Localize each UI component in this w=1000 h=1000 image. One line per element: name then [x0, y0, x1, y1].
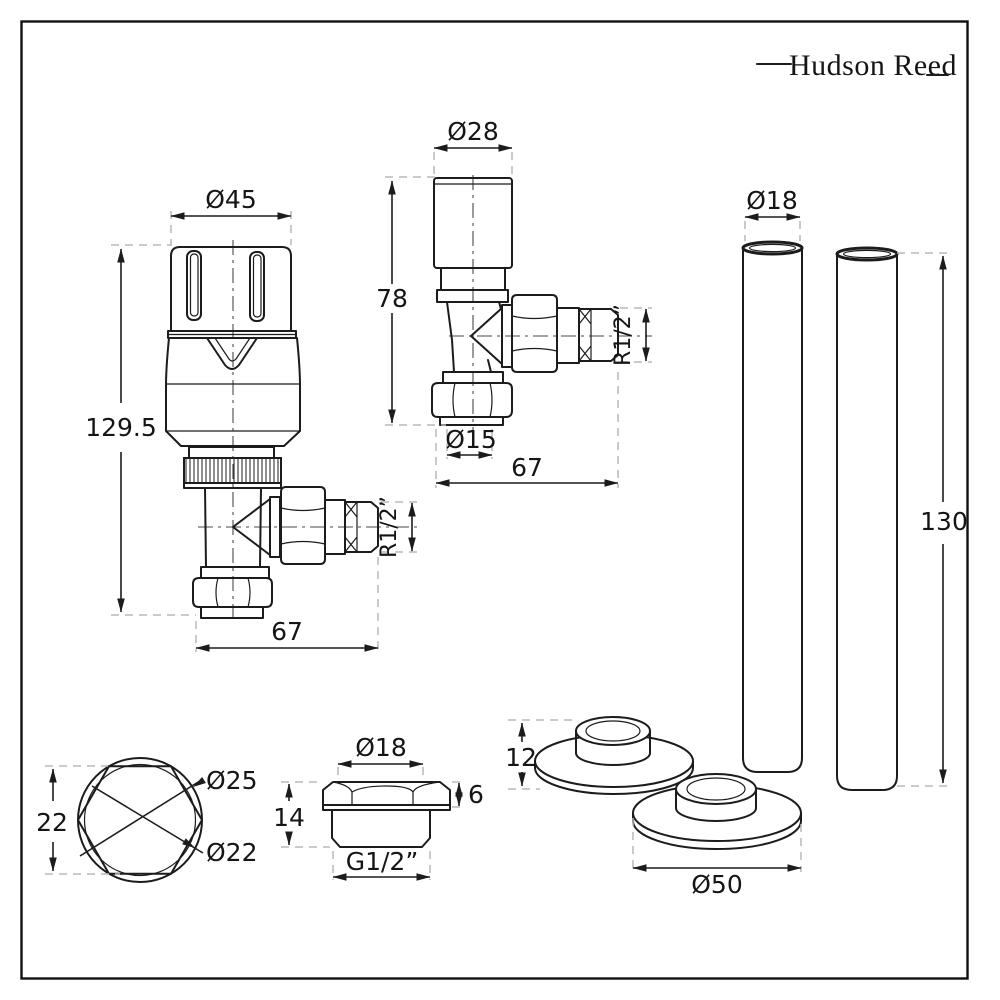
- nut-outer-circle: [77, 757, 203, 883]
- dim-label-valve-thread: R1/2”: [377, 496, 402, 558]
- valve-head: [170, 246, 292, 332]
- outlet-hex-nut: [280, 486, 326, 565]
- nut-top-view-drawing: Ø25 Ø22 22: [36, 757, 258, 883]
- outlet-cone: [470, 307, 503, 365]
- dim-label-valve-thread: R1/2”: [611, 304, 636, 366]
- dim-label-valve-height: 129.5: [85, 413, 157, 442]
- dim-label-pipe-length: 130: [920, 507, 968, 536]
- valve-body: [446, 301, 502, 373]
- tail-piece: [439, 416, 504, 426]
- collar-drawing: 12 Ø50: [505, 716, 802, 899]
- dim-label-valve-height: 78: [376, 284, 408, 313]
- tail-piece: [200, 606, 264, 619]
- dim-label-plug-height: 14: [273, 803, 305, 832]
- manual-valve-drawing: Ø28 78 Ø15 67 R1/2”: [376, 117, 652, 488]
- valve-neck: [188, 446, 275, 459]
- valve-body: [204, 487, 262, 568]
- dim-label-tail-diameter: Ø15: [445, 425, 497, 454]
- dim-label-collar-height: 12: [505, 743, 537, 772]
- pipes-drawing: Ø18 130: [741, 186, 968, 791]
- compression-nut: [431, 382, 513, 418]
- thermostatic-valve-drawing: Ø45 129.5 67 R1/2”: [85, 185, 421, 652]
- leader-outer-diameter: [79, 778, 204, 857]
- dim-label-cap-diameter: Ø28: [447, 117, 499, 146]
- dim-label-plug-diameter: Ø18: [355, 733, 407, 762]
- pipe-left-top-rim: [741, 240, 804, 256]
- pipe-right: [836, 254, 898, 791]
- head-grip-slot-right: [249, 251, 265, 322]
- knurled-ring: [183, 457, 282, 484]
- indicator-v-mark: [206, 337, 258, 370]
- dim-label-head-diameter: Ø45: [205, 185, 257, 214]
- dim-label-plug-hex-height: 6: [468, 780, 484, 809]
- head-grip-slot-left: [186, 250, 202, 321]
- dim-label-plug-thread: G1/2”: [346, 847, 419, 876]
- outlet-hex-nut: [511, 294, 558, 373]
- outlet-cone: [232, 498, 271, 556]
- pipe-right-top-rim: [835, 246, 899, 262]
- dim-label-nut-inner: Ø22: [206, 838, 258, 867]
- dim-label-across-flats: 22: [36, 808, 68, 837]
- dim-label-collar-diameter: Ø50: [691, 870, 743, 899]
- nut-hexagon: [77, 765, 203, 875]
- plug-drawing: Ø18 6 14 G1/2”: [273, 733, 484, 881]
- plug-shank: [331, 809, 431, 848]
- nut-inner-circle: [83, 763, 197, 877]
- pipe-left: [742, 248, 803, 773]
- dim-label-pipe-diameter: Ø18: [746, 186, 798, 215]
- brand-logo: Hudson Reed: [756, 49, 957, 82]
- compression-nut: [192, 577, 273, 608]
- dim-label-valve-width: 67: [511, 453, 543, 482]
- logo-text: Hudson Reed: [789, 49, 957, 82]
- dim-label-nut-outer: Ø25: [206, 766, 258, 795]
- dim-label-valve-width: 67: [271, 617, 303, 646]
- page-border: [20, 20, 969, 980]
